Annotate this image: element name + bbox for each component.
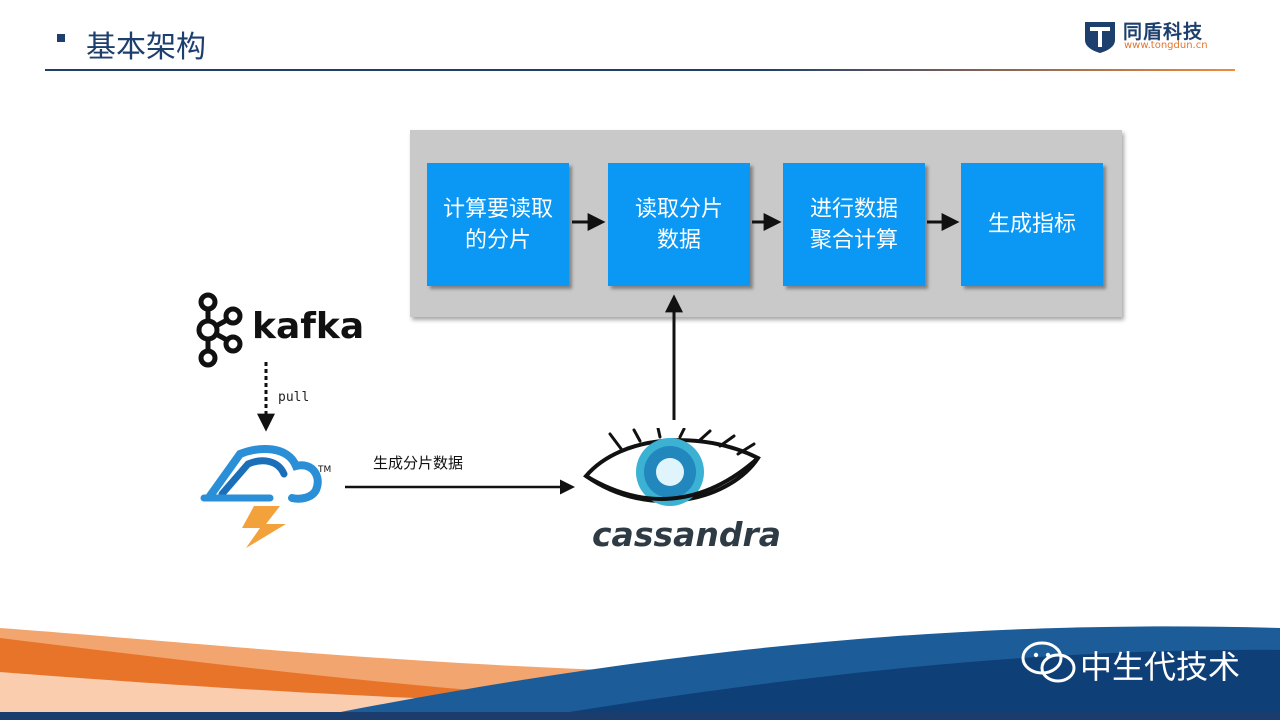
header-divider	[45, 69, 1235, 71]
tongdun-logo-icon	[1085, 22, 1115, 53]
cassandra-eye-icon	[583, 428, 761, 506]
cassandra-label: cassandra	[592, 515, 782, 554]
step-label-line: 聚合计算	[809, 227, 898, 253]
pull-label: pull	[278, 390, 310, 405]
svg-text:TM: TM	[317, 465, 331, 475]
wechat-icon	[1021, 641, 1076, 683]
step-generate-metrics: 生成指标	[961, 163, 1103, 286]
step-label-line: 生成指标	[987, 212, 1076, 237]
step-label-line: 计算要读取	[442, 196, 553, 222]
step-label-line: 数据	[656, 227, 701, 253]
shard-data-label: 生成分片数据	[373, 454, 464, 472]
step-compute-shards: 计算要读取 的分片	[427, 163, 569, 286]
step-label-line: 读取分片	[634, 196, 723, 222]
kafka-label: kafka	[252, 306, 365, 347]
slide-title: 基本架构	[86, 30, 206, 65]
kafka-logo-icon	[196, 292, 243, 368]
step-aggregate: 进行数据 聚合计算	[783, 163, 925, 286]
storm-logo-icon: TM	[200, 445, 331, 548]
step-label-line: 的分片	[464, 227, 531, 253]
company-url: www.tongdun.cn	[1124, 40, 1208, 51]
company-name: 同盾科技	[1123, 21, 1204, 43]
title-bullet	[57, 34, 65, 42]
step-label-line: 进行数据	[809, 196, 898, 222]
step-read-shard-data: 读取分片 数据	[608, 163, 750, 286]
wechat-account-label: 中生代技术	[1080, 648, 1241, 686]
footer-wave	[0, 626, 1280, 720]
